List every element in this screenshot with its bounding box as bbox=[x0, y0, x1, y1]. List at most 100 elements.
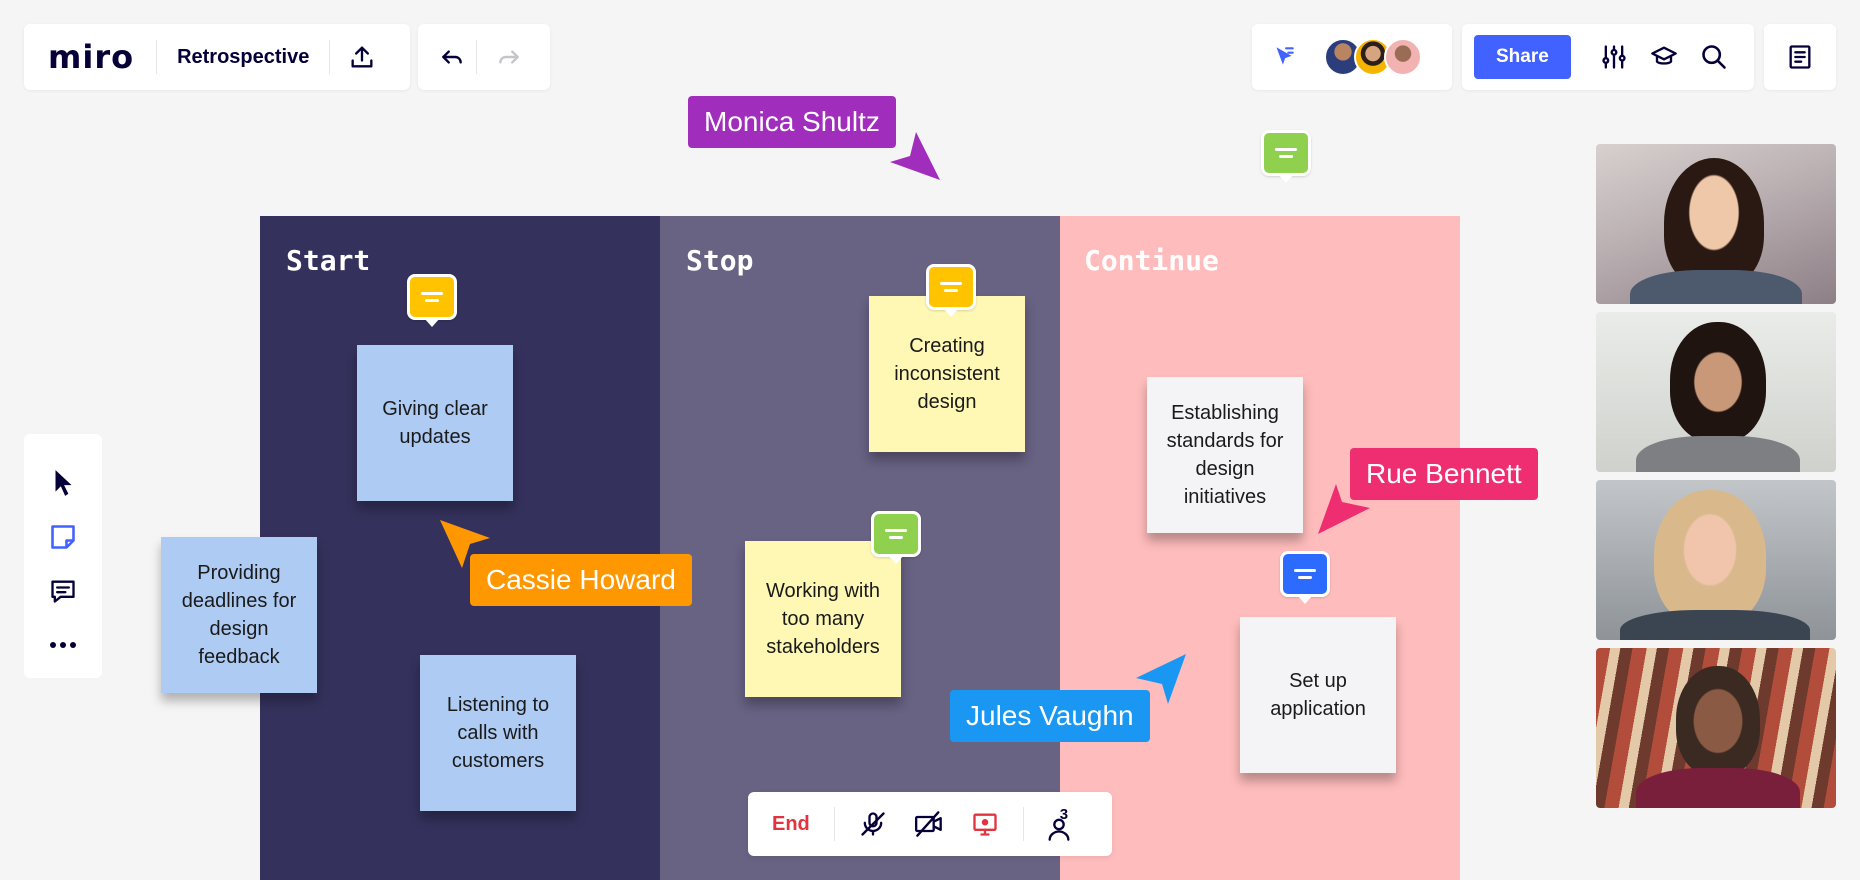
mute-button[interactable] bbox=[845, 800, 901, 848]
creation-toolbar bbox=[24, 434, 102, 678]
person-icon bbox=[1048, 818, 1070, 841]
sticky-note[interactable]: Establishing standards for design initia… bbox=[1147, 377, 1303, 533]
comment-marker[interactable] bbox=[407, 274, 457, 320]
upload-icon bbox=[351, 46, 373, 68]
board-name[interactable]: Retrospective bbox=[177, 45, 310, 68]
sticky-text: Establishing standards for design initia… bbox=[1166, 402, 1284, 508]
sticky-note[interactable]: Providing deadlines for design feedback bbox=[161, 537, 317, 693]
column-title: Start bbox=[286, 244, 371, 277]
select-tool-button[interactable] bbox=[37, 460, 89, 506]
divider bbox=[156, 40, 158, 74]
more-icon bbox=[50, 642, 76, 648]
microphone-off-icon bbox=[861, 812, 885, 836]
notes-panel bbox=[1764, 24, 1836, 90]
undo-button[interactable] bbox=[428, 33, 476, 81]
call-controls: End 3 bbox=[748, 792, 1112, 856]
sticky-note[interactable]: Creating inconsistent design bbox=[869, 296, 1025, 452]
export-button[interactable] bbox=[338, 33, 386, 81]
sticky-text: Providing deadlines for design feedback bbox=[181, 562, 297, 668]
column-title: Stop bbox=[686, 244, 754, 277]
video-off-icon bbox=[914, 811, 942, 837]
redo-button[interactable] bbox=[485, 33, 533, 81]
graduation-cap-icon bbox=[1650, 46, 1677, 65]
pointer-icon bbox=[55, 470, 72, 496]
settings-button[interactable] bbox=[1589, 33, 1639, 81]
miro-logo[interactable]: miro bbox=[48, 38, 135, 76]
cursor-arrow-icon bbox=[440, 520, 490, 568]
sliders-icon bbox=[1602, 45, 1626, 69]
end-call-button[interactable]: End bbox=[772, 812, 810, 835]
follow-cursor-button[interactable] bbox=[1262, 33, 1306, 81]
cursor-arrow-icon bbox=[890, 132, 940, 180]
comment-marker[interactable] bbox=[871, 511, 921, 557]
search-icon bbox=[1702, 45, 1726, 69]
divider bbox=[833, 807, 835, 841]
redo-icon bbox=[499, 50, 519, 64]
sticky-note[interactable]: Listening to calls with customers bbox=[420, 655, 576, 811]
participant-face bbox=[1654, 490, 1766, 626]
participant-face bbox=[1664, 158, 1764, 288]
comment-marker[interactable] bbox=[1261, 130, 1311, 176]
avatar[interactable] bbox=[1324, 38, 1362, 76]
screen-share-button[interactable] bbox=[957, 800, 1013, 848]
learning-center-button[interactable] bbox=[1639, 33, 1689, 81]
comment-marker[interactable] bbox=[926, 264, 976, 310]
comment-icon bbox=[885, 529, 907, 539]
participant-face bbox=[1676, 666, 1760, 776]
more-tools-button[interactable] bbox=[37, 622, 89, 668]
screen-share-icon bbox=[973, 813, 997, 836]
video-tile-participant[interactable] bbox=[1596, 648, 1836, 808]
actions-panel: Share bbox=[1462, 24, 1754, 90]
sticky-note-tool-button[interactable] bbox=[37, 514, 89, 560]
divider bbox=[329, 40, 331, 74]
cursor-label-cassie: Cassie Howard bbox=[470, 554, 692, 606]
sticky-text: Creating inconsistent design bbox=[894, 335, 1000, 413]
avatar[interactable] bbox=[1354, 38, 1392, 76]
sticky-note[interactable]: Giving clear updates bbox=[357, 345, 513, 501]
sticky-text: Listening to calls with customers bbox=[446, 694, 550, 772]
sticky-text: Giving clear updates bbox=[382, 398, 488, 448]
divider bbox=[1022, 807, 1024, 841]
history-toolbar bbox=[418, 24, 550, 90]
sticky-note[interactable]: Working with too many stakeholders bbox=[745, 541, 901, 697]
avatar-group[interactable] bbox=[1324, 38, 1422, 76]
participants-button[interactable]: 3 bbox=[1024, 800, 1094, 848]
participant-count: 3 bbox=[1059, 806, 1069, 823]
undo-icon bbox=[442, 50, 462, 64]
comment-icon bbox=[1275, 148, 1297, 158]
cursor-label-monica: Monica Shultz bbox=[688, 96, 896, 148]
cursor-label-rue: Rue Bennett bbox=[1350, 448, 1538, 500]
comment-tool-button[interactable] bbox=[37, 568, 89, 614]
cursor-arrow-icon bbox=[1318, 484, 1370, 534]
comment-icon bbox=[51, 580, 75, 603]
cursor-arrow-icon bbox=[1136, 654, 1186, 704]
video-tile-participant[interactable] bbox=[1596, 312, 1836, 472]
video-toggle-button[interactable] bbox=[901, 800, 957, 848]
comment-icon bbox=[1294, 569, 1316, 579]
sticky-note-icon bbox=[51, 525, 75, 549]
participant-body bbox=[1636, 436, 1800, 472]
cursor-label-jules: Jules Vaughn bbox=[950, 690, 1150, 742]
sticky-note[interactable]: Set up application bbox=[1240, 617, 1396, 773]
share-button[interactable]: Share bbox=[1474, 35, 1571, 79]
collaborators-panel bbox=[1252, 24, 1452, 90]
divider bbox=[476, 40, 477, 74]
document-icon bbox=[1789, 45, 1811, 69]
comment-icon bbox=[940, 282, 962, 292]
column-title: Continue bbox=[1084, 244, 1219, 277]
sticky-text: Set up application bbox=[1270, 670, 1366, 720]
search-button[interactable] bbox=[1689, 33, 1739, 81]
participant-body bbox=[1620, 610, 1810, 640]
comment-icon bbox=[421, 292, 443, 302]
comment-marker[interactable] bbox=[1280, 551, 1330, 597]
sticky-text: Working with too many stakeholders bbox=[765, 580, 881, 658]
notes-button[interactable] bbox=[1776, 33, 1824, 81]
column-continue[interactable]: Continue bbox=[1060, 216, 1460, 880]
participant-face bbox=[1670, 322, 1766, 442]
video-tile-participant[interactable] bbox=[1596, 144, 1836, 304]
board-toolbar: miro Retrospective bbox=[24, 24, 410, 90]
avatar[interactable] bbox=[1384, 38, 1422, 76]
cursor-follow-icon bbox=[1276, 47, 1294, 65]
video-tile-participant[interactable] bbox=[1596, 480, 1836, 640]
participant-body bbox=[1630, 270, 1802, 304]
